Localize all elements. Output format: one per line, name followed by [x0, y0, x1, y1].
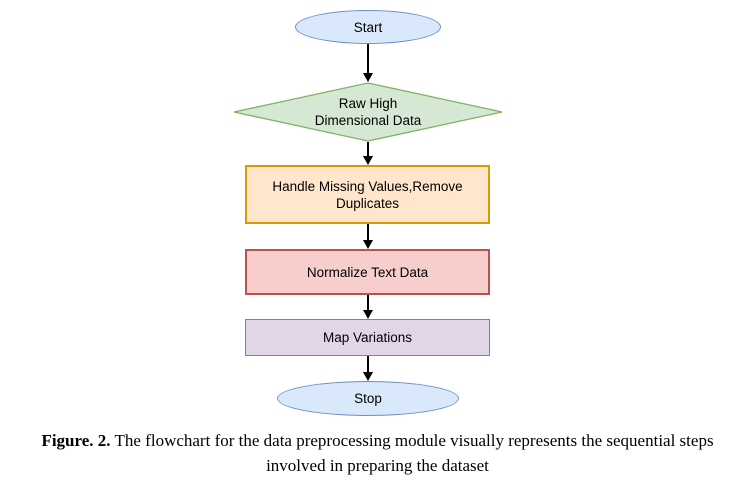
- flow-node-stop: Stop: [277, 381, 459, 416]
- caption-text: The flowchart for the data preprocessing…: [114, 431, 714, 475]
- figure-caption: Figure. 2. The flowchart for the data pr…: [0, 428, 755, 478]
- arrow-line: [367, 356, 369, 372]
- figure-caption-text: Figure. 2. The flowchart for the data pr…: [22, 428, 734, 478]
- arrow-head-icon: [363, 73, 373, 82]
- node-label: Stop: [354, 391, 382, 406]
- arrow-head-icon: [363, 156, 373, 165]
- flow-node-start: Start: [295, 10, 441, 44]
- arrow-line: [367, 142, 369, 156]
- flow-arrow-handle-to-normalize: [362, 224, 374, 249]
- node-label: Start: [353, 19, 383, 35]
- node-label: Normalize Text Data: [306, 264, 429, 280]
- arrow-line: [367, 44, 369, 73]
- caption-label: Figure. 2.: [41, 431, 111, 450]
- flow-node-raw-high-dimensional-data: Raw High Dimensional Data: [232, 82, 504, 142]
- flow-node-normalize-text-data: Normalize Text Data: [245, 249, 490, 295]
- arrow-head-icon: [363, 240, 373, 249]
- diamond-shape: [233, 82, 503, 142]
- node-label: Map Variations: [322, 330, 413, 345]
- arrow-line: [367, 224, 369, 240]
- arrow-line: [367, 295, 369, 310]
- diamond-polygon: [233, 82, 503, 142]
- arrow-head-icon: [363, 310, 373, 319]
- flow-arrow-start-to-raw-data: [362, 44, 374, 82]
- flow-node-map-variations: Map Variations: [245, 319, 490, 356]
- flow-arrow-map-to-stop: [362, 356, 374, 381]
- arrow-head-icon: [363, 372, 373, 381]
- node-label: Handle Missing Values,Remove Duplicates: [272, 178, 463, 211]
- flow-arrow-raw-data-to-handle: [362, 142, 374, 165]
- flow-arrow-normalize-to-map: [362, 295, 374, 319]
- node-label: Raw High Dimensional Data: [314, 96, 422, 128]
- flow-node-handle-missing-values: Handle Missing Values,Remove Duplicates: [245, 165, 490, 224]
